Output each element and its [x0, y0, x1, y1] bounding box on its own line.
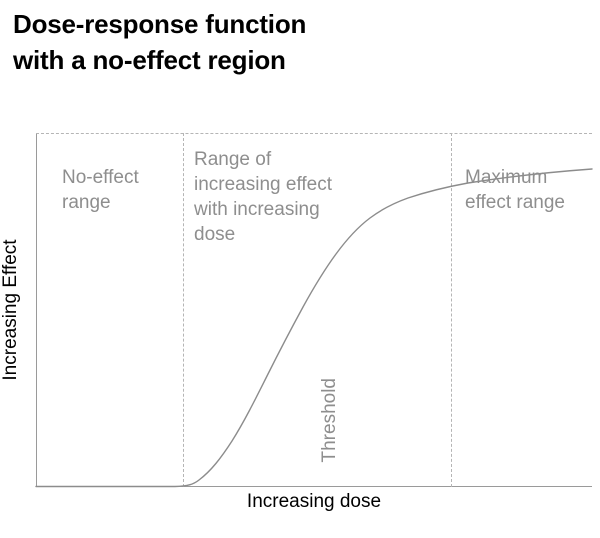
max-effect-asymptote-line: [36, 133, 592, 134]
threshold-divider-line: [183, 133, 184, 487]
region-label-no-effect: No-effect range: [62, 167, 139, 213]
x-axis-title: Increasing dose: [246, 491, 382, 512]
max-effect-divider-line: [451, 133, 452, 487]
dose-response-curve: [36, 133, 592, 487]
region-label-maximum-effect: Maximum effect range: [465, 167, 566, 213]
x-axis-line: [36, 486, 592, 487]
region-label-increasing-effect: Range of increasing effect with increasi…: [194, 149, 333, 245]
page-title: Dose-response function with a no-effect …: [13, 9, 307, 75]
threshold-label: Threshold: [319, 378, 340, 463]
chart-plot-area: No-effect range Range of increasing effe…: [36, 133, 592, 487]
y-axis-line: [36, 133, 37, 487]
y-axis-title: Increasing Effect: [0, 239, 21, 381]
